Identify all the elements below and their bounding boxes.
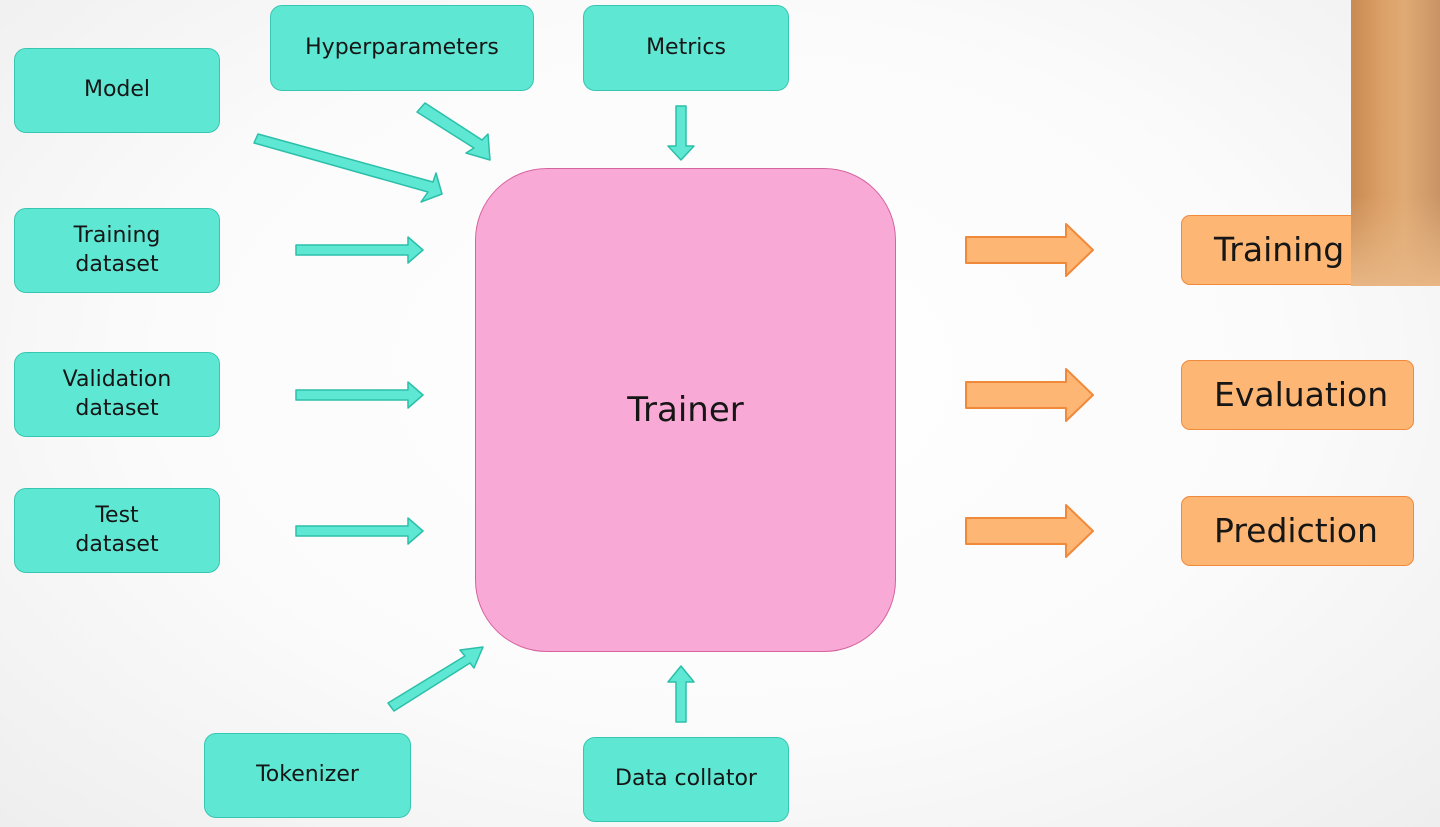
- hyperparameters-box: Hyperparameters: [270, 5, 534, 91]
- arrow-data-collator: [667, 665, 695, 723]
- trainer-box: Trainer: [475, 168, 896, 652]
- arrow-metrics: [667, 105, 695, 161]
- test-dataset-box: Test dataset: [14, 488, 220, 573]
- arrow-validation-dataset: [295, 381, 424, 409]
- arrow-to-prediction: [965, 504, 1094, 558]
- presenter-video-overlay: [1351, 0, 1440, 286]
- tokenizer-box: Tokenizer: [204, 733, 411, 818]
- arrow-model: [253, 133, 443, 203]
- data-collator-box: Data collator: [583, 737, 789, 822]
- training-dataset-box: Training dataset: [14, 208, 220, 293]
- validation-dataset-box: Validation dataset: [14, 352, 220, 437]
- arrow-test-dataset: [295, 517, 424, 545]
- evaluation-output-box: Evaluation: [1181, 360, 1414, 430]
- metrics-box: Metrics: [583, 5, 789, 91]
- model-box: Model: [14, 48, 220, 133]
- arrow-to-training: [965, 223, 1094, 277]
- arrow-tokenizer: [387, 646, 484, 712]
- arrow-to-evaluation: [965, 368, 1094, 422]
- arrow-training-dataset: [295, 236, 424, 264]
- arrow-hyperparameters: [416, 102, 491, 161]
- prediction-output-box: Prediction: [1181, 496, 1414, 566]
